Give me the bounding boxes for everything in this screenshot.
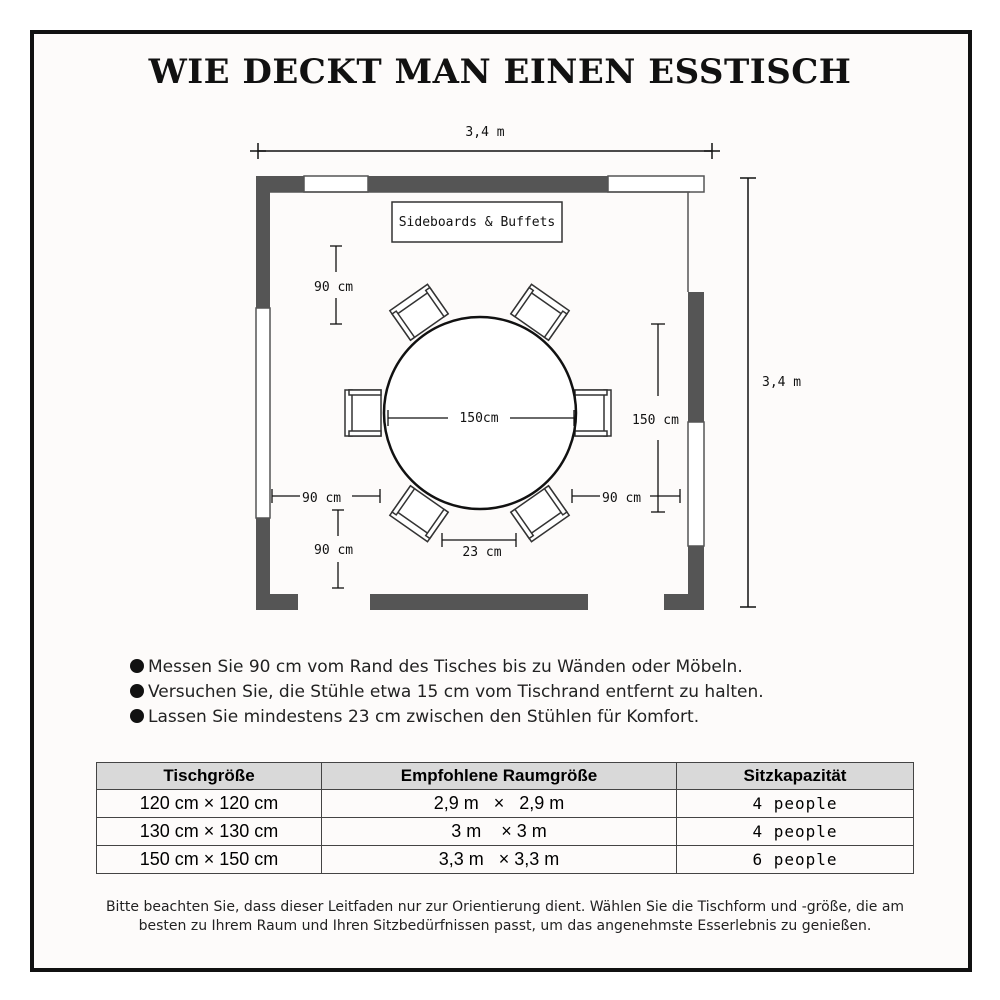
cell-room-size: 3 m × 3 m [321, 817, 677, 846]
clearance-left-label: 90 cm [302, 491, 341, 506]
sideboard [391, 201, 563, 243]
table-diameter-dimension [387, 410, 575, 426]
table-header-row: Tischgröße Empfohlene Raumgröße Sitzkapa… [96, 762, 914, 790]
chair-top-left [388, 283, 450, 342]
cell-table-size: 130 cm × 130 cm [96, 817, 322, 846]
cell-room-size: 2,9 m × 2,9 m [321, 789, 677, 818]
bullet-dot-icon [130, 684, 144, 698]
room-walls [255, 175, 705, 610]
chair-gap-label: 23 cm [462, 545, 501, 560]
cell-capacity: 4 people [676, 817, 914, 846]
clearance-left-dimension [271, 489, 381, 503]
header-table-size: Tischgröße [96, 762, 322, 790]
clearance-right-label: 90 cm [602, 491, 641, 506]
chair-right [574, 389, 612, 437]
height-dimension [740, 177, 756, 608]
wall-top [256, 175, 705, 193]
sideboard-label: Sideboards & Buffets [399, 215, 556, 230]
tip-item: Messen Sie 90 cm vom Rand des Tisches bi… [130, 655, 930, 680]
wall-bottom [256, 594, 704, 610]
cell-capacity: 4 people [676, 789, 914, 818]
room-size-table: Tischgröße Empfohlene Raumgröße Sitzkapa… [96, 762, 914, 874]
table-diameter-label: 150cm [459, 411, 498, 426]
clearance-top-label: 90 cm [314, 280, 353, 295]
clearance-right-dimension [571, 489, 681, 503]
bullet-dot-icon [130, 659, 144, 673]
cell-table-size: 120 cm × 120 cm [96, 789, 322, 818]
bullet-dot-icon [130, 709, 144, 723]
tip-item: Lassen Sie mindestens 23 cm zwischen den… [130, 705, 930, 730]
table-height-dimension [651, 323, 665, 513]
height-label: 3,4 m [762, 375, 801, 390]
tips-list: Messen Sie 90 cm vom Rand des Tisches bi… [130, 655, 930, 730]
table-row: 130 cm × 130 cm 3 m × 3 m 4 people [96, 817, 914, 846]
clearance-top-dimension [330, 245, 342, 325]
table-height-label: 150 cm [632, 413, 679, 428]
width-dimension [250, 143, 720, 159]
table-row: 120 cm × 120 cm 2,9 m × 2,9 m 4 people [96, 789, 914, 818]
clearance-bottom-label: 90 cm [314, 543, 353, 558]
table-row: 150 cm × 150 cm 3,3 m × 3,3 m 6 people [96, 845, 914, 874]
cell-capacity: 6 people [676, 845, 914, 874]
clearance-bottom-dimension [332, 509, 344, 589]
round-table [382, 315, 578, 511]
tip-item: Versuchen Sie, die Stühle etwa 15 cm vom… [130, 680, 930, 705]
chair-top-right [509, 283, 571, 342]
chairs [344, 283, 612, 543]
cell-room-size: 3,3 m × 3,3 m [321, 845, 677, 874]
wall-right [687, 192, 705, 610]
width-label: 3,4 m [465, 125, 504, 140]
wall-left [255, 176, 271, 610]
chair-gap-dimension [441, 533, 517, 547]
cell-table-size: 150 cm × 150 cm [96, 845, 322, 874]
header-capacity: Sitzkapazität [676, 762, 914, 790]
chair-bottom-left [388, 484, 450, 543]
chair-bottom-right [509, 484, 571, 543]
page-title: WIE DECKT MAN EINEN ESSTISCH [148, 52, 852, 92]
floor-plan: 3,4 m 3,4 m [250, 125, 801, 610]
header-room-size: Empfohlene Raumgröße [321, 762, 677, 790]
chair-left [344, 389, 382, 437]
disclaimer-note: Bitte beachten Sie, dass dieser Leitfade… [105, 899, 905, 934]
